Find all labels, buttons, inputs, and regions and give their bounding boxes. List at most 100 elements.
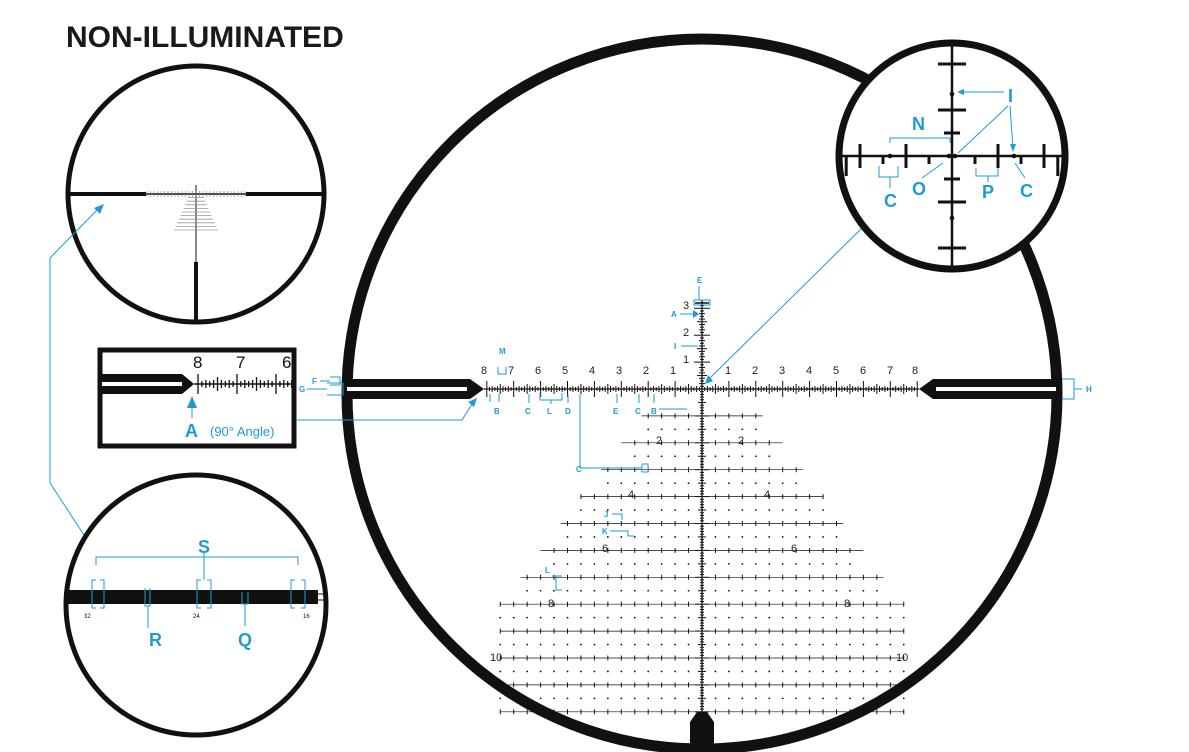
post-zoom-number: 6	[282, 353, 291, 372]
tree-dot	[566, 670, 569, 673]
tree-dot	[647, 589, 650, 592]
label-f: F	[312, 377, 317, 386]
h-number: 2	[752, 365, 758, 377]
h-number: 5	[833, 365, 839, 377]
tree-dot	[633, 697, 636, 700]
tree-dot	[862, 670, 865, 673]
tree-dot	[526, 589, 529, 592]
tree-dot	[741, 670, 744, 673]
tree-dot	[862, 589, 865, 592]
tree-dot	[714, 509, 717, 511]
tree-dot	[795, 616, 798, 619]
label-c-left: C	[525, 407, 531, 416]
label-c-left2: C	[635, 407, 641, 416]
tree-dot	[849, 670, 851, 673]
tree-number-left: 8	[548, 598, 554, 610]
thick-bar	[68, 590, 318, 604]
tree-dot	[768, 670, 771, 673]
tree-dot	[741, 455, 744, 458]
tree-dot	[647, 482, 650, 485]
tree-dot	[633, 482, 636, 485]
tree-dot	[687, 482, 690, 485]
tree-dot	[835, 589, 838, 592]
tree-dot	[580, 589, 582, 592]
tree-dot	[822, 616, 824, 619]
h-number: 3	[779, 365, 785, 377]
tree-dot	[606, 536, 609, 538]
label-i: I	[1008, 86, 1013, 106]
tree-number-left: 6	[602, 543, 608, 555]
bracket-l	[539, 393, 563, 404]
tree-dot	[674, 697, 676, 700]
tree-dot	[808, 589, 811, 592]
tree-dot	[620, 589, 623, 592]
tree-dot	[822, 697, 824, 700]
bracket-g	[307, 382, 344, 396]
leader-to-center	[707, 227, 863, 381]
tree-dot	[728, 616, 730, 619]
tree-dot	[674, 428, 676, 431]
tree-dot	[808, 536, 811, 538]
tree-dot	[553, 589, 555, 592]
bracket-l-lower	[552, 575, 562, 591]
leader-i-3	[1009, 105, 1014, 149]
tree-dot	[606, 643, 609, 646]
holdover-tree	[499, 413, 905, 715]
tree-dot	[768, 562, 771, 565]
arrow-full-view	[94, 204, 104, 214]
tree-dot	[781, 670, 784, 673]
leader-i-2	[957, 105, 1009, 154]
tree-dot	[701, 643, 703, 646]
tree-dot	[580, 670, 582, 673]
tree-dot	[580, 536, 582, 538]
tree-dot	[660, 616, 663, 619]
tree-dot	[633, 562, 636, 565]
tree-dot	[902, 697, 905, 700]
h-number: 3	[616, 365, 622, 377]
tree-dot	[674, 482, 676, 485]
bar-number: 16	[303, 614, 310, 620]
tree-dot	[701, 670, 703, 673]
tree-dot	[660, 428, 663, 431]
tree-dot	[566, 589, 569, 592]
tree-dot	[580, 643, 582, 646]
tree-dot	[512, 643, 515, 646]
tree-number-right: 2	[738, 435, 744, 447]
tree-dot	[593, 589, 596, 592]
tree-dot	[526, 670, 529, 673]
tree-dot	[795, 643, 798, 646]
zoom-dot	[949, 215, 955, 221]
tree-dot	[741, 509, 744, 511]
label-k: K	[602, 527, 608, 536]
leader-full-to-bottom	[49, 206, 101, 536]
tree-dot	[714, 670, 717, 673]
tree-dot	[580, 697, 582, 700]
tree-dot	[902, 670, 905, 673]
tree-dot	[553, 643, 555, 646]
tree-dot	[687, 643, 690, 646]
tree-dot	[674, 455, 676, 458]
tree-dot	[553, 562, 555, 565]
tree-dot	[862, 697, 865, 700]
bar-number: 32	[84, 614, 91, 620]
left-post-highlight	[347, 387, 467, 391]
label-h: H	[1086, 385, 1092, 394]
tree-dot	[781, 562, 784, 565]
tree-dot	[808, 697, 811, 700]
zoom-dot	[887, 153, 893, 159]
tree-dot	[822, 643, 824, 646]
tree-dot	[849, 643, 851, 646]
tree-dot	[795, 536, 798, 538]
tree-dot	[674, 670, 676, 673]
tree-dot	[875, 697, 878, 700]
tree-dot	[849, 562, 851, 565]
v-number: 1	[683, 354, 689, 366]
tree-dot	[741, 697, 744, 700]
tree-dot	[633, 616, 636, 619]
tree-dot	[674, 589, 676, 592]
bracket-q	[241, 592, 249, 626]
leader-c-zoom-right	[1014, 162, 1026, 179]
tree-dot	[754, 509, 757, 511]
tree-dot	[687, 670, 690, 673]
tree-dot	[593, 536, 596, 538]
